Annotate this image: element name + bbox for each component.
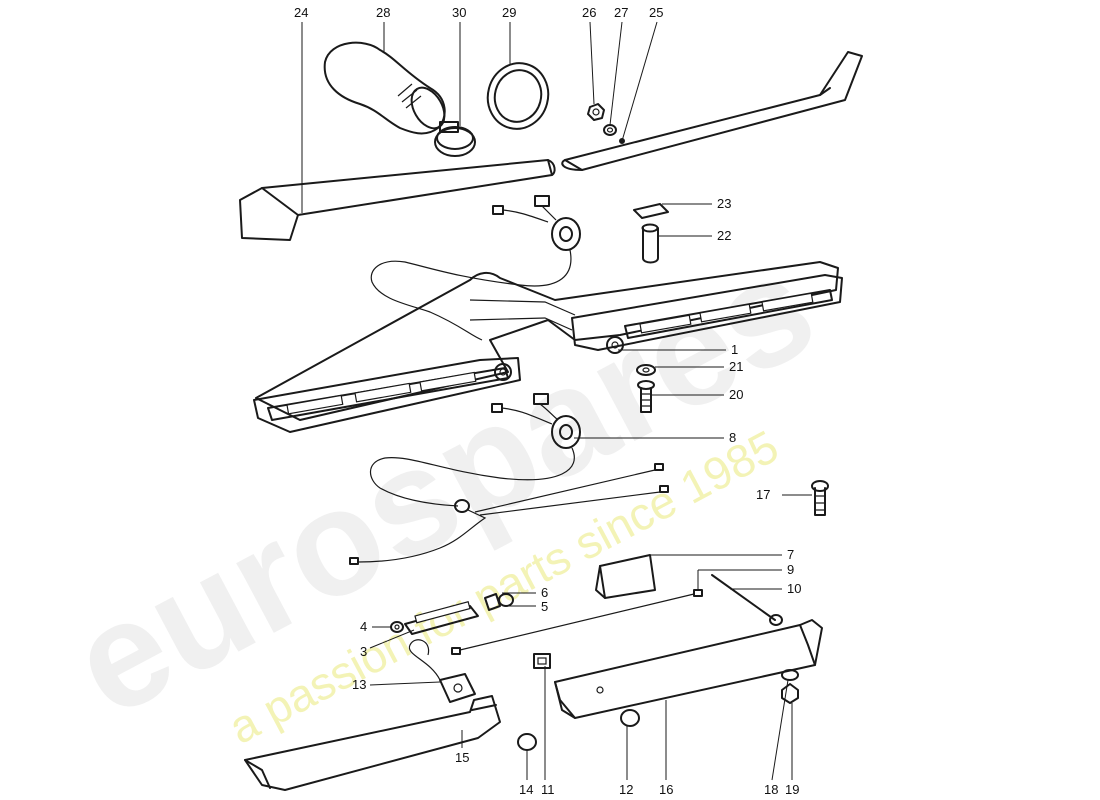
callout-28: 28 <box>376 5 390 20</box>
leader-lines <box>301 21 812 781</box>
clip-6 <box>484 593 501 611</box>
grommet-14 <box>517 733 537 751</box>
callout-24: 24 <box>294 5 308 20</box>
screw-20 <box>637 380 655 413</box>
wire-harness-upper <box>370 195 581 341</box>
hose <box>323 41 446 135</box>
sleeve-22 <box>641 223 659 264</box>
nut-26 <box>587 103 605 121</box>
callout-3: 3 <box>360 644 367 659</box>
callout-23: 23 <box>717 196 731 211</box>
callout-13: 13 <box>352 677 366 692</box>
wire-harness-lower <box>349 393 669 565</box>
callout-12: 12 <box>619 782 633 797</box>
seal-ring <box>486 62 550 130</box>
washer-27 <box>603 124 617 136</box>
callout-4: 4 <box>360 619 367 634</box>
callout-26: 26 <box>582 5 596 20</box>
callout-25: 25 <box>649 5 663 20</box>
callout-10: 10 <box>787 581 801 596</box>
trim-left <box>244 695 501 791</box>
callout-8: 8 <box>729 430 736 445</box>
callout-19: 19 <box>785 782 799 797</box>
grille-right <box>639 292 814 334</box>
washer-18 <box>781 669 799 681</box>
callout-7: 7 <box>787 547 794 562</box>
air-duct-left <box>239 159 556 241</box>
callout-14: 14 <box>519 782 533 797</box>
callout-5: 5 <box>541 599 548 614</box>
callout-16: 16 <box>659 782 673 797</box>
callout-30: 30 <box>452 5 466 20</box>
callout-15: 15 <box>455 750 469 765</box>
callout-9: 9 <box>787 562 794 577</box>
hose-clamp <box>434 121 476 157</box>
bolt-17 <box>811 480 829 516</box>
callout-17: 17 <box>756 487 770 502</box>
duct-piece <box>595 554 656 599</box>
connector <box>533 653 551 669</box>
callout-29: 29 <box>502 5 516 20</box>
watermark: eurospares a passion for parts since 198… <box>46 220 839 754</box>
callout-labels: 24 28 30 29 26 27 25 23 22 1 21 20 8 17 … <box>294 5 801 797</box>
callout-21: 21 <box>729 359 743 374</box>
rod-10 <box>711 574 783 626</box>
switch <box>408 639 476 703</box>
vent-insert <box>390 601 479 635</box>
callout-1: 1 <box>731 342 738 357</box>
callout-6: 6 <box>541 585 548 600</box>
trim-right <box>554 619 823 719</box>
cap-12 <box>620 709 640 727</box>
callout-27: 27 <box>614 5 628 20</box>
washer-21 <box>636 364 656 376</box>
air-duct-right <box>561 51 863 171</box>
clip-23 <box>633 203 669 219</box>
callout-20: 20 <box>729 387 743 402</box>
callout-22: 22 <box>717 228 731 243</box>
nut-19 <box>781 683 799 704</box>
callout-11: 11 <box>541 782 555 797</box>
grille-left <box>286 371 477 415</box>
defroster-vent <box>253 261 843 433</box>
callout-18: 18 <box>764 782 778 797</box>
